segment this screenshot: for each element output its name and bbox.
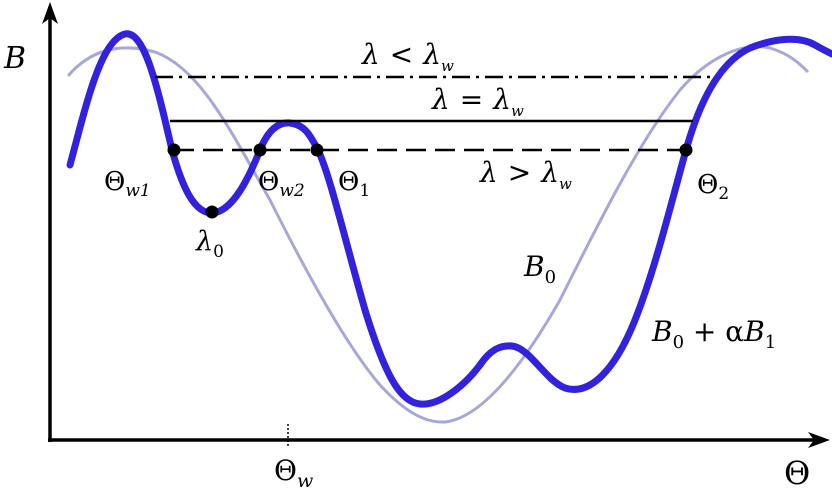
- label-b0: B0: [523, 250, 556, 288]
- y-axis-arrow-icon: [42, 2, 58, 24]
- perturbed-curve: [66, 30, 832, 408]
- x-axis-label: Θ: [784, 454, 810, 492]
- label-lambda-less: λ<λw: [361, 38, 454, 75]
- label-lambda-greater: λ>λw: [479, 156, 572, 193]
- point-theta-w1: [167, 143, 181, 157]
- label-lambda-equal: λ=λw: [431, 83, 524, 120]
- label-theta-w: Θw: [274, 454, 313, 492]
- point-lambda-0: [205, 205, 219, 219]
- point-theta-1: [310, 143, 324, 157]
- label-theta-1: Θ1: [338, 167, 370, 201]
- b0-curve: [66, 45, 810, 424]
- label-theta-w1: Θw1: [104, 167, 151, 201]
- label-lambda-0: λ0: [195, 226, 224, 262]
- x-axis-arrow-icon: [808, 432, 830, 448]
- label-theta-2: Θ2: [697, 170, 729, 204]
- label-perturbed: B0 + αB1: [651, 315, 776, 353]
- point-theta-2: [679, 143, 693, 157]
- y-axis-label: B: [3, 41, 26, 76]
- point-theta-w2: [253, 143, 267, 157]
- label-theta-w2: Θw2: [258, 167, 305, 201]
